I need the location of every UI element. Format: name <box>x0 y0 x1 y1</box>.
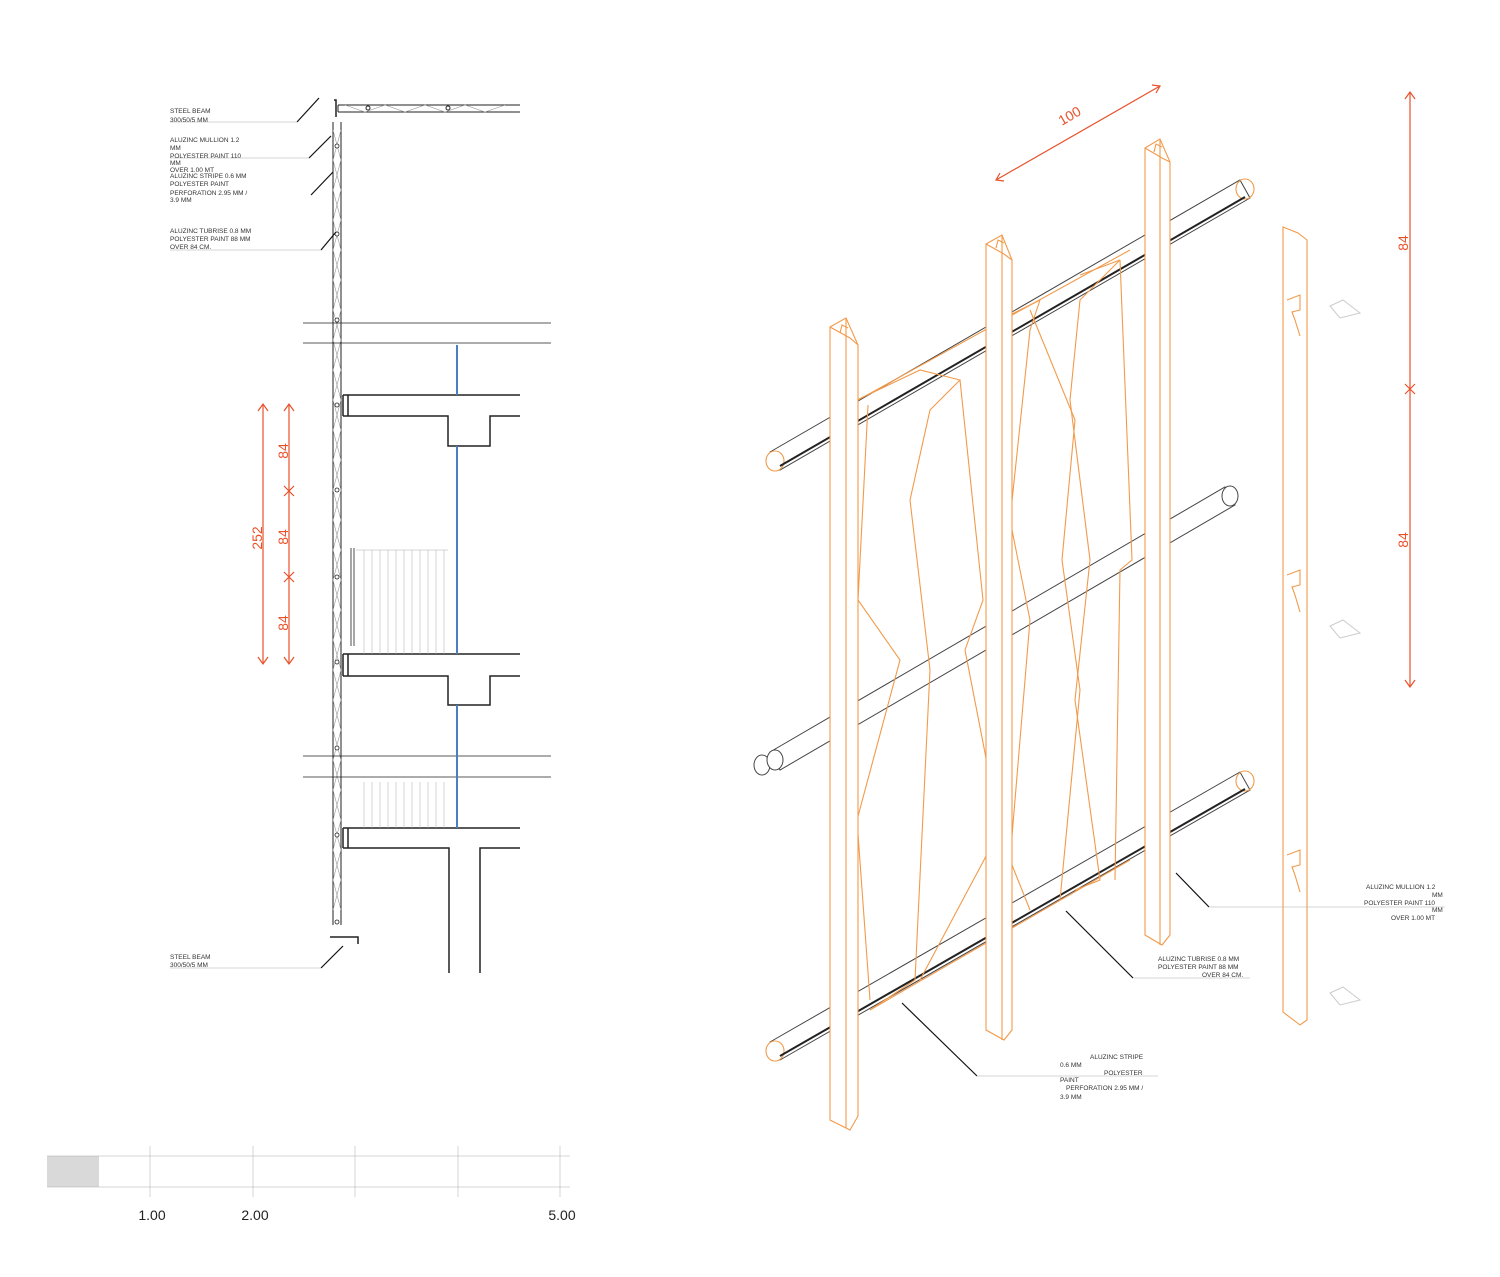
dim-total-252: 252 <box>249 526 265 550</box>
dim-part-1: 84 <box>275 443 291 459</box>
section-dimension-lines <box>257 402 295 666</box>
facade-skin <box>332 122 342 925</box>
scale-bar <box>47 1146 570 1197</box>
label-stripe-4: 3.9 MM <box>170 197 192 204</box>
scale-tick-2: 2.00 <box>241 1207 268 1223</box>
axo-dim-width: 100 <box>1055 103 1083 129</box>
axo-label-stripe-3: POLYESTER <box>1104 1070 1143 1077</box>
mullion-1 <box>829 317 859 1131</box>
label-mullion-3: POLYESTER PAINT 110 <box>170 153 241 160</box>
label-tubrise-1: ALUZINC TUBRISE 0.8 MM <box>170 228 251 235</box>
section-drawing: STEEL BEAM 300/50/5 MM ALUZINC MULLION 1… <box>170 97 551 973</box>
dim-part-2: 84 <box>275 529 291 545</box>
axo-label-stripe-1: ALUZINC STRIPE <box>1090 1054 1144 1061</box>
axo-label-mullion-4: MM <box>1432 907 1443 914</box>
label-mullion-2: MM <box>170 145 181 152</box>
label-steel-beam-bottom-1: STEEL BEAM <box>170 954 211 961</box>
label-tubrise-3: OVER 84 CM. <box>170 244 211 251</box>
axo-label-stripe-6: 3.9 MM <box>1060 1094 1082 1101</box>
label-stripe-2: POLYESTER PAINT <box>170 181 229 188</box>
axo-label-tubrise-2: POLYESTER PAINT 88 MM <box>1158 964 1239 971</box>
label-steel-beam-top-2: 300/50/5 MM <box>170 117 208 124</box>
axo-label-stripe-4: PAINT <box>1060 1077 1079 1084</box>
direction-marker-icon <box>1329 299 1362 1006</box>
label-mullion-4: MM <box>170 160 181 167</box>
axo-label-tubrise-1: ALUZINC TUBRISE 0.8 MM <box>1158 956 1239 963</box>
label-stripe-3: PERFORATION 2.95 MM / <box>170 190 247 197</box>
label-steel-beam-top-1: STEEL BEAM <box>170 108 211 115</box>
dim-part-3: 84 <box>275 615 291 631</box>
label-mullion-1: ALUZINC MULLION 1.2 <box>170 137 240 144</box>
top-truss <box>337 104 520 113</box>
axo-width-dimension <box>995 84 1161 182</box>
mullion-2 <box>985 234 1013 1041</box>
floor-lines <box>303 322 551 778</box>
label-stripe-1: ALUZINC STRIPE 0.6 MM <box>170 173 247 180</box>
axo-label-mullion-2: MM <box>1432 892 1443 899</box>
axo-label-tubrise-3: OVER 84 CM. <box>1202 972 1243 979</box>
axo-dim-height-2: 84 <box>1395 532 1411 548</box>
axo-label-mullion-1: ALUZINC MULLION 1.2 <box>1366 884 1436 891</box>
axo-height-dimension <box>1404 90 1416 689</box>
axo-label-mullion-3: POLYESTER PAINT 110 <box>1364 900 1435 907</box>
scale-tick-1: 1.00 <box>138 1207 165 1223</box>
axo-label-stripe-2: 0.6 MM <box>1060 1062 1082 1069</box>
label-steel-beam-bottom-2: 300/50/5 MM <box>170 962 208 969</box>
railing <box>350 548 448 828</box>
label-mullion-5: OVER 1.00 MT <box>170 167 214 174</box>
mullion-4-exploded <box>1282 226 1308 1026</box>
axo-dim-height-1: 84 <box>1395 235 1411 251</box>
axo-label-stripe-5: PERFORATION 2.95 MM / <box>1066 1085 1143 1092</box>
axonometric-drawing: 100 84 84 <box>753 84 1445 1131</box>
mullion-3 <box>1144 138 1171 946</box>
axo-label-mullion-5: OVER 1.00 MT <box>1391 915 1435 922</box>
scale-tick-3: 5.00 <box>548 1207 575 1223</box>
label-tubrise-2: POLYESTER PAINT 88 MM <box>170 236 251 243</box>
